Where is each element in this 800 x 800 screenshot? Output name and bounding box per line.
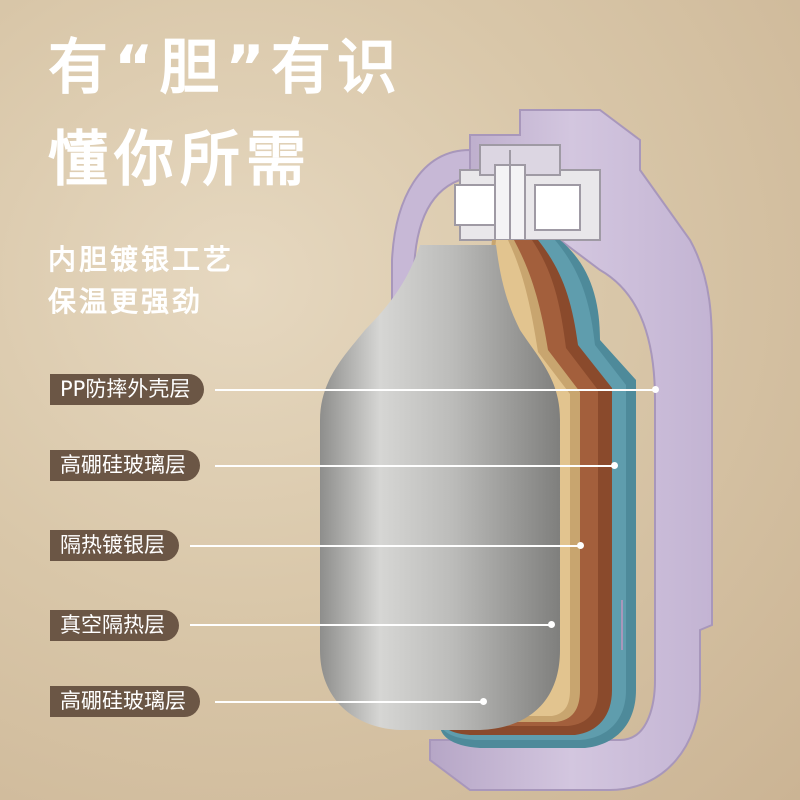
steel-liner	[320, 245, 560, 730]
headline-line-1: 有“胆”有识	[48, 33, 403, 103]
leader-dot-5	[480, 698, 487, 705]
leader-dot-2	[611, 462, 618, 469]
leader-dot-1	[652, 386, 659, 393]
leader-line-2	[215, 465, 615, 467]
leader-line-4	[190, 624, 552, 626]
leader-line-1	[215, 389, 655, 391]
cap-mechanism	[454, 144, 601, 241]
headline-line-2: 懂你所需	[48, 125, 312, 195]
leader-dot-3	[577, 542, 584, 549]
label-borosilicate-outer: 高硼硅玻璃层	[50, 450, 200, 481]
label-vacuum-layer: 真空隔热层	[50, 610, 179, 641]
leader-line-5	[215, 701, 483, 703]
label-silver-coating: 隔热镀银层	[50, 530, 179, 561]
subtitle-line-2: 保温更强劲	[48, 285, 204, 318]
subtitle-line-1: 内胆镀银工艺	[48, 243, 235, 276]
label-pp-shell: PP防摔外壳层	[50, 374, 205, 405]
label-borosilicate-inner: 高硼硅玻璃层	[50, 686, 200, 717]
leader-line-3	[190, 545, 582, 547]
leader-dot-4	[548, 621, 555, 628]
outer-shell	[429, 109, 713, 791]
